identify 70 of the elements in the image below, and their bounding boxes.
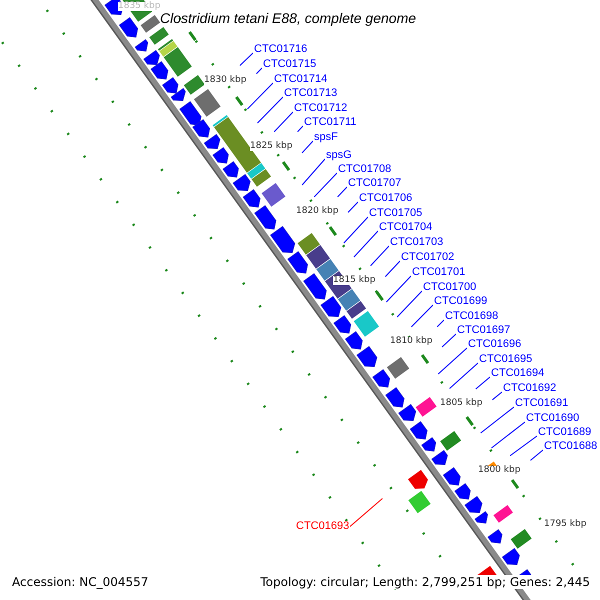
- leader-line: [438, 348, 468, 374]
- gene-label: CTC01690: [525, 413, 580, 424]
- gene-label: CTC01693: [295, 521, 350, 532]
- leader-line: [302, 140, 314, 154]
- leader-line: [246, 82, 274, 110]
- gene-label: CTC01714: [273, 74, 328, 85]
- info-text: Topology: circular; Length: 2,799,251 bp; Genes: 2,445: [258, 575, 592, 589]
- gene-label: CTC01708: [337, 164, 392, 175]
- scale-label: 1820 kbp: [296, 207, 338, 216]
- gene-label: CTC01716: [253, 44, 308, 55]
- leader-line: [348, 202, 358, 213]
- leader-line: [396, 290, 422, 318]
- leader-line: [410, 304, 434, 328]
- leader-line: [302, 158, 326, 186]
- gene-label: CTC01696: [467, 339, 522, 350]
- leader-line: [510, 436, 538, 456]
- gene-label: CTC01695: [478, 354, 534, 365]
- gene-label: CTC01699: [433, 296, 488, 307]
- leader-line: [314, 172, 338, 198]
- gene-label: CTC01689: [537, 427, 592, 438]
- scale-label: 1835 kbp: [118, 2, 160, 11]
- gene-label: CTC01704: [378, 222, 434, 233]
- leader-line: [491, 422, 526, 448]
- leader-line: [492, 392, 502, 400]
- gene-label: CTC01715: [262, 59, 318, 70]
- title: Clostridium tetani E88, complete genome: [160, 11, 416, 25]
- scale-label: 1810 kbp: [390, 337, 432, 346]
- leader-line: [297, 126, 304, 132]
- leader-line: [480, 406, 514, 434]
- scale-label: 1825 kbp: [250, 142, 292, 151]
- leader-line: [475, 376, 490, 390]
- leader-line: [436, 320, 444, 328]
- gene-label: CTC01711: [303, 117, 358, 128]
- gene-label: CTC01703: [389, 237, 444, 248]
- gene-label: CTC01691: [514, 398, 570, 409]
- gene-label: CTC01712: [293, 103, 348, 114]
- gene-label: CTC01697: [456, 325, 512, 336]
- gene-label: CTC01700: [422, 282, 478, 293]
- leader-line: [256, 68, 262, 74]
- gene-label: CTC01692: [502, 383, 558, 394]
- gene-label: CTC01713: [283, 88, 338, 99]
- gene-label: CTC01688: [543, 441, 598, 452]
- scale-label: 1800 kbp: [478, 466, 520, 475]
- gene-label: spsG: [325, 150, 353, 161]
- leader-line: [274, 112, 294, 132]
- leader-line: [353, 230, 378, 258]
- scale-label: 1805 kbp: [440, 399, 482, 408]
- scale-label: 1815 kbp: [333, 276, 376, 285]
- scale-label: 1795 kbp: [544, 520, 586, 529]
- gene-label: CTC01698: [444, 311, 500, 322]
- leader-line: [350, 498, 383, 527]
- scale-label: 1830 kbp: [204, 76, 246, 85]
- leader-line: [442, 334, 456, 348]
- gene-label: CTC01707: [347, 178, 402, 189]
- leader-line: [384, 260, 400, 278]
- leader-line: [530, 450, 544, 461]
- gene-label: CTC01705: [368, 208, 424, 219]
- leader-line: [239, 52, 254, 66]
- leader-line: [449, 362, 478, 389]
- info-text: Accession: NC_004557: [10, 575, 150, 589]
- gene-label: CTC01706: [358, 193, 414, 204]
- leader-line: [370, 246, 390, 266]
- gene-label: CTC01702: [400, 252, 456, 263]
- gene-label: CTC01701: [411, 267, 466, 278]
- gene-label: spsF: [313, 132, 339, 143]
- leader-line: [386, 276, 412, 302]
- leader-line: [343, 216, 368, 244]
- leader-line: [337, 186, 348, 198]
- leader-line: [257, 96, 284, 124]
- gene-label: CTC01694: [490, 368, 546, 379]
